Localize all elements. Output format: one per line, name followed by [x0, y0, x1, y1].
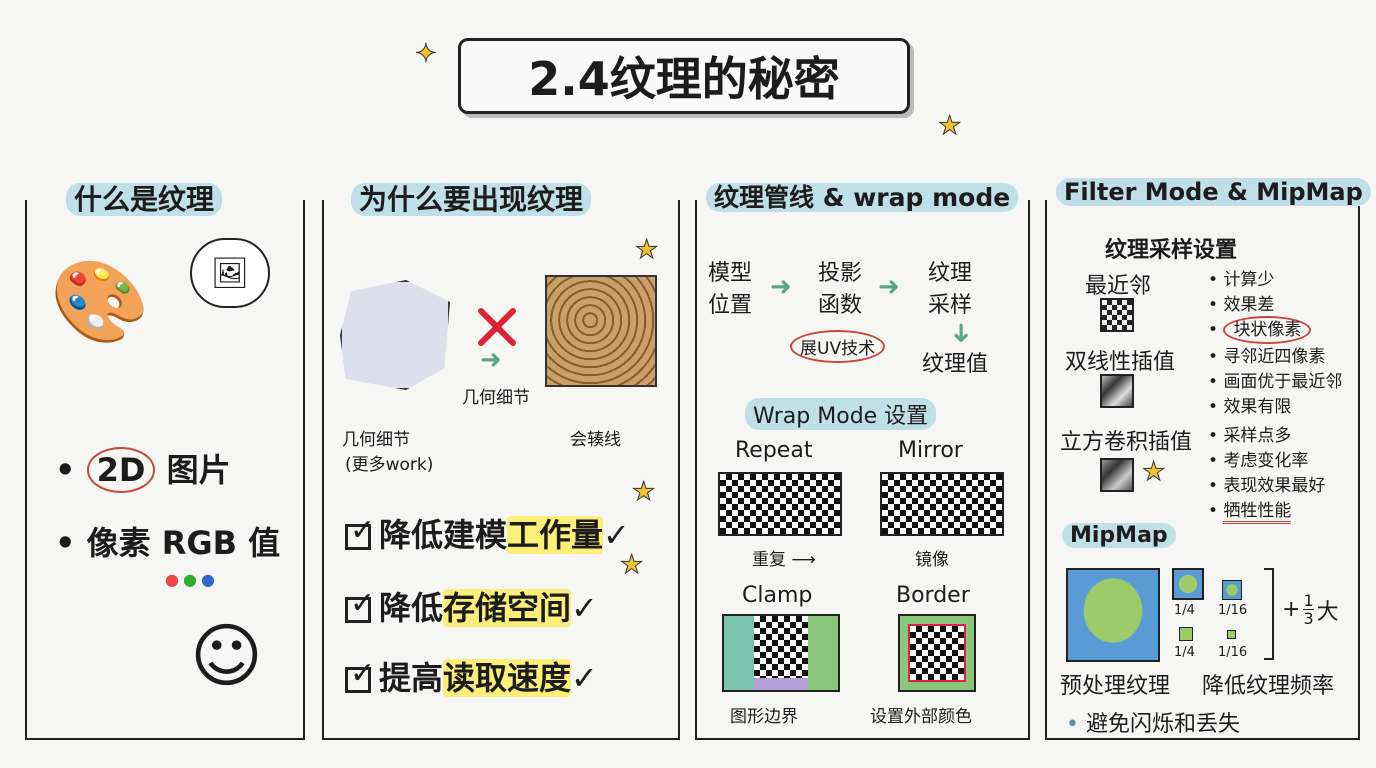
filter-notes: • 寻邻近四像素• 画面优于最近邻• 效果有限: [1208, 347, 1343, 417]
palette-icon: 🎨: [50, 255, 150, 348]
mip-note: • 避免闪烁和丢失: [1066, 712, 1240, 737]
mip-level: [1179, 627, 1193, 641]
arrow-icon: ➜: [480, 345, 502, 375]
filter-name: 立方卷积插值: [1060, 430, 1193, 455]
mode-name: Clamp: [742, 583, 813, 608]
filter-notes: • 计算少• 效果差• 块状像素: [1208, 268, 1312, 344]
fraction-label: 1/16: [1218, 645, 1248, 660]
jagged-cube-icon: [340, 280, 450, 390]
bracket: [1264, 568, 1274, 660]
rgb-dots: ●●●: [165, 570, 219, 589]
label: 几何细节: [342, 430, 410, 450]
uv-unwrap-label: 展UV技术: [790, 330, 886, 363]
label: (更多work): [345, 455, 434, 475]
bilinear-thumb: [1100, 374, 1134, 408]
filter-name: 最近邻: [1085, 274, 1152, 299]
item-pixel-rgb: • 像素 RGB 值: [55, 524, 281, 562]
mirror-checker: [880, 472, 1004, 536]
border-visual: [898, 614, 976, 692]
pipeline-step: 模型 位置: [708, 261, 753, 318]
fraction-label: 1/16: [1218, 603, 1248, 618]
star-icon: ★: [634, 235, 659, 265]
mipmap-base-texture: [1066, 568, 1160, 662]
mip-level: [1222, 580, 1242, 600]
panel-why-texture: [322, 200, 680, 740]
item-2d-image: • 2D 图片: [55, 445, 231, 493]
sampling-heading: 纹理采样设置: [1105, 238, 1238, 263]
pipeline-step: 投影 函数: [818, 261, 863, 318]
mode-name: Border: [896, 583, 970, 608]
panel-what-is-texture: [25, 200, 305, 740]
pipeline-step: 纹理值: [922, 352, 989, 377]
panel-heading: 纹理管线 & wrap mode: [700, 178, 1025, 214]
panel-heading: 什么是纹理: [60, 178, 229, 218]
mode-name: Repeat: [735, 438, 813, 463]
filter-name: 双线性插值: [1065, 350, 1176, 375]
repeat-checker: [718, 472, 842, 536]
panel-heading: Filter Mode & MipMap: [1050, 178, 1376, 206]
label: 会辏线: [570, 430, 621, 450]
mipmap-heading: MipMap: [1062, 523, 1176, 548]
benefit-3: 提高读取速度✓: [345, 653, 598, 699]
arrow-icon: ➜: [770, 272, 792, 302]
panel-heading: 为什么要出现纹理: [345, 178, 598, 218]
mode-desc: 重复 ⟶: [752, 550, 816, 570]
mip-label: 预处理纹理: [1060, 674, 1171, 699]
arrow-icon: ➜: [878, 272, 900, 302]
filter-notes: • 采样点多• 考虑变化率• 表现效果最好• 牺牲性能: [1208, 424, 1325, 524]
pipeline-step: 纹理 采样: [928, 261, 973, 318]
star-icon: ★: [631, 477, 656, 507]
mode-name: Mirror: [898, 438, 963, 463]
mip-level: [1227, 630, 1236, 639]
bicubic-thumb: [1100, 458, 1134, 492]
mode-desc: 图形边界: [730, 707, 798, 727]
arrow-down-icon: ➜: [945, 322, 976, 344]
fraction-label: 1/4: [1174, 645, 1195, 660]
star-icon: ★: [619, 550, 644, 580]
panel-filter-mipmap: [1045, 200, 1360, 740]
star-icon: ★: [1141, 457, 1166, 487]
fraction-label: 1/4: [1174, 603, 1195, 618]
panel-pipeline: [695, 200, 1030, 740]
smiley-thumbs-up-icon: ☺: [190, 615, 263, 697]
clamp-visual: [722, 614, 840, 692]
cross-icon: [478, 308, 516, 346]
image-icon: 🖼: [190, 238, 270, 308]
wood-cube-icon: [545, 275, 657, 387]
benefit-1: 降低建模工作量✓: [345, 510, 630, 556]
mode-desc: 设置外部颜色: [870, 707, 972, 727]
star-icon: ★: [937, 111, 962, 141]
mip-label: 降低纹理频率: [1202, 674, 1335, 699]
sparkle-icon: ✦: [415, 39, 438, 69]
benefit-2: 降低存储空间✓: [345, 583, 598, 629]
mode-desc: 镜像: [915, 550, 949, 570]
wrap-mode-heading: Wrap Mode 设置: [745, 398, 937, 430]
label: 几何细节: [462, 388, 530, 408]
nearest-thumb: [1100, 298, 1134, 332]
mip-level: [1172, 568, 1204, 600]
page-title: 2.4纹理的秘密: [458, 38, 910, 114]
